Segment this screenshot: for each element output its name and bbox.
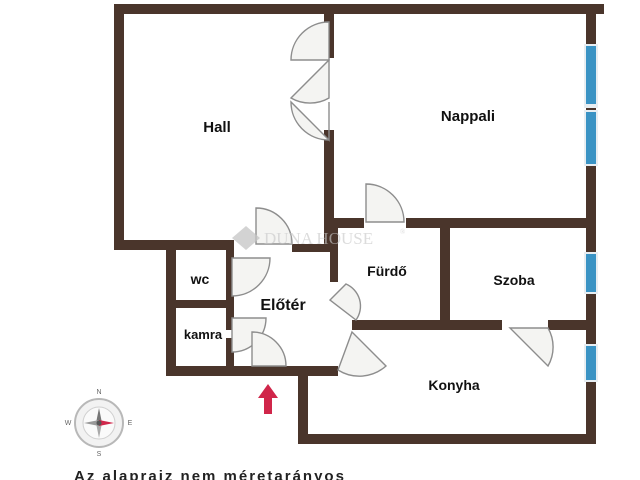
door-wc (231, 257, 271, 297)
watermark-logo-icon (232, 226, 260, 250)
compass-e: E (128, 420, 133, 427)
room-label-furdo: Fürdő (367, 263, 407, 279)
door-eloter-bottom (251, 331, 287, 367)
compass-s: S (97, 451, 102, 458)
window-nappali-2 (586, 112, 596, 164)
door-hall-nappali-lower (290, 100, 330, 142)
compass-icon: N E S W (65, 389, 133, 458)
walls (114, 4, 604, 444)
watermark-registered: ® (400, 228, 406, 236)
room-label-szoba: Szoba (493, 272, 534, 288)
door-furdo (328, 283, 362, 321)
windows (584, 44, 598, 382)
door-nappali (365, 183, 405, 223)
window-nappali-1 (586, 46, 596, 104)
plan-caption: Az alaprajz nem méretarányos (74, 468, 346, 480)
watermark-brand: DUNA HOUSE (264, 229, 373, 248)
window-szoba (586, 254, 596, 292)
room-label-konyha: Konyha (428, 377, 480, 393)
room-label-hall: Hall (203, 119, 231, 136)
door-szoba (508, 327, 554, 368)
window-konyha (586, 346, 596, 380)
compass-w: W (65, 420, 72, 427)
door-konyha (337, 330, 388, 377)
doors (231, 21, 554, 377)
room-label-nappali: Nappali (441, 108, 495, 125)
watermark: DUNA HOUSE ® (232, 226, 406, 250)
entrance-arrow-icon (258, 384, 278, 414)
compass-n: N (96, 389, 101, 396)
room-label-wc: wc (190, 271, 210, 287)
room-label-eloter: Előtér (260, 297, 305, 314)
door-hall-nappali-upper (289, 58, 330, 104)
door-hall-eloter (255, 207, 293, 245)
room-label-kamra: kamra (184, 327, 223, 342)
